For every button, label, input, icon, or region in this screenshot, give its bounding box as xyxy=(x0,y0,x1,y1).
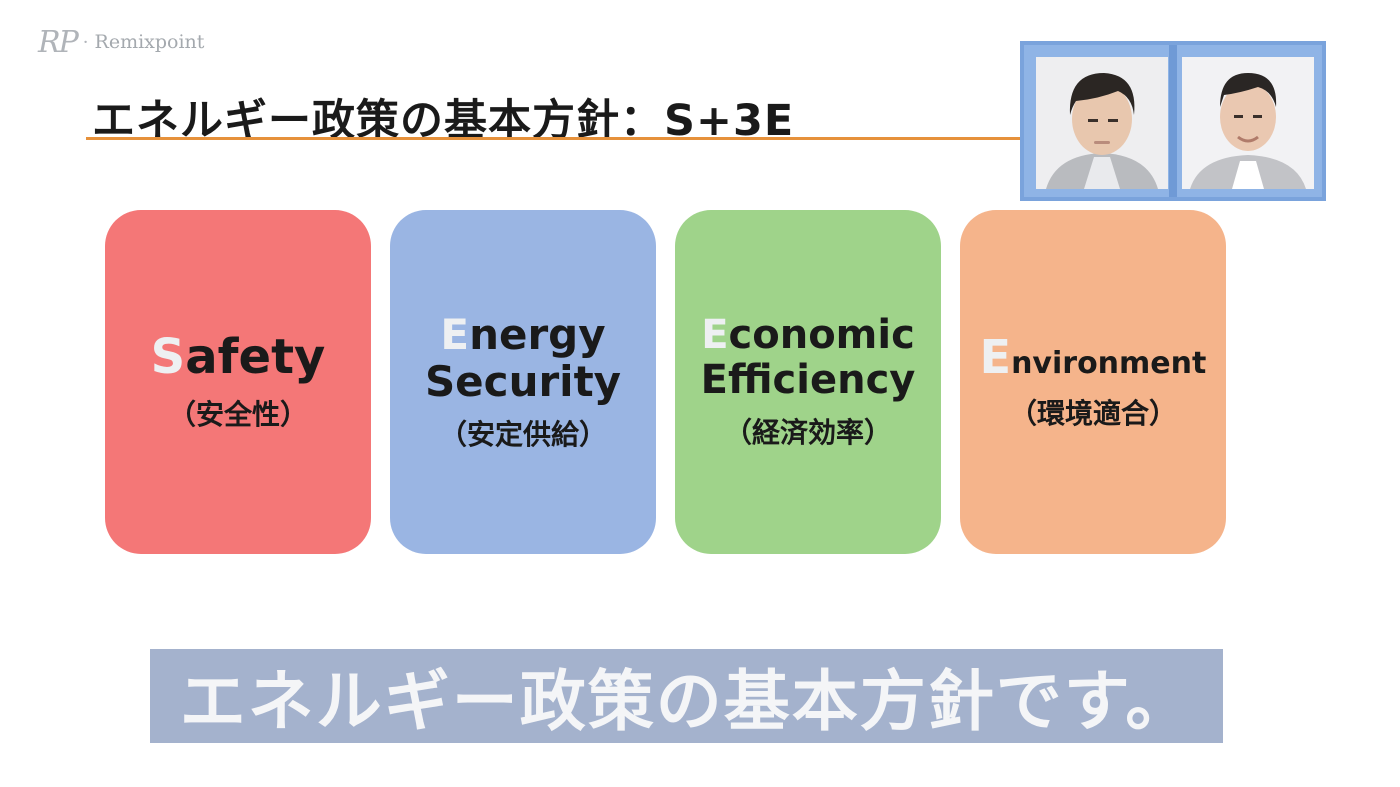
webcam-divider xyxy=(1169,45,1177,197)
card-environment: Environment （環境適合） xyxy=(960,210,1226,554)
card-safety: Safety （安全性） xyxy=(105,210,371,554)
card-economic-efficiency-jp: （経済効率） xyxy=(723,415,892,449)
webcam-feed-left xyxy=(1036,57,1168,189)
title-underline xyxy=(86,137,1022,140)
company-logo: RP · Remixpoint xyxy=(38,24,204,60)
card-economic-efficiency-line2: Efficiency xyxy=(700,357,916,403)
logo-mark: RP xyxy=(38,24,79,60)
card-energy-security: Energy Security （安定供給） xyxy=(390,210,656,554)
card-environment-title: Environment xyxy=(979,330,1207,385)
card-economic-efficiency-word: conomic xyxy=(728,312,915,359)
card-energy-security-initial: E xyxy=(440,309,470,359)
card-environment-word: nvironment xyxy=(1011,346,1207,382)
card-environment-jp: （環境適合） xyxy=(1008,396,1177,430)
card-economic-efficiency-line1: Economic xyxy=(701,313,915,358)
card-safety-title: Safety xyxy=(150,329,326,386)
video-subtitle: エネルギー政策の基本方針です。 xyxy=(150,649,1223,743)
card-safety-word: afety xyxy=(185,329,326,386)
webcam-feed-right xyxy=(1182,57,1314,189)
card-environment-initial: E xyxy=(979,330,1012,385)
logo-text: Remixpoint xyxy=(94,31,205,53)
card-safety-jp: （安全性） xyxy=(167,397,308,431)
card-safety-initial: S xyxy=(150,329,186,386)
card-energy-security-line1: Energy xyxy=(440,311,605,358)
card-economic-efficiency-initial: E xyxy=(701,312,729,359)
logo-separator: · xyxy=(82,31,89,53)
card-energy-security-word: nergy xyxy=(469,309,606,359)
webcam-overlay xyxy=(1020,41,1326,201)
card-economic-efficiency: Economic Efficiency （経済効率） xyxy=(675,210,941,554)
card-energy-security-jp: （安定供給） xyxy=(438,418,607,452)
person-right-icon xyxy=(1182,57,1314,189)
card-energy-security-line2: Security xyxy=(424,357,622,406)
person-left-icon xyxy=(1036,57,1168,189)
